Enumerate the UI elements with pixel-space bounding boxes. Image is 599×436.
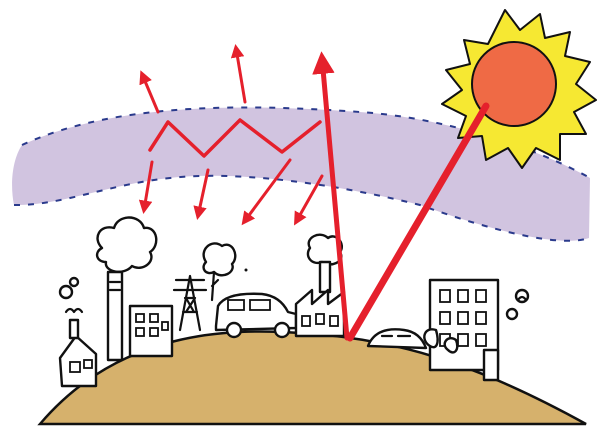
house-icon <box>60 278 96 386</box>
factory-icon <box>97 218 172 361</box>
power-pylon-icon <box>174 276 206 330</box>
car-icon-2 <box>368 329 426 348</box>
tree-icon <box>204 243 248 300</box>
office-building-icon <box>424 280 528 380</box>
escaping-ray-1 <box>142 74 158 112</box>
downward-ray-2 <box>198 170 208 216</box>
escaping-ray-2 <box>236 48 245 102</box>
